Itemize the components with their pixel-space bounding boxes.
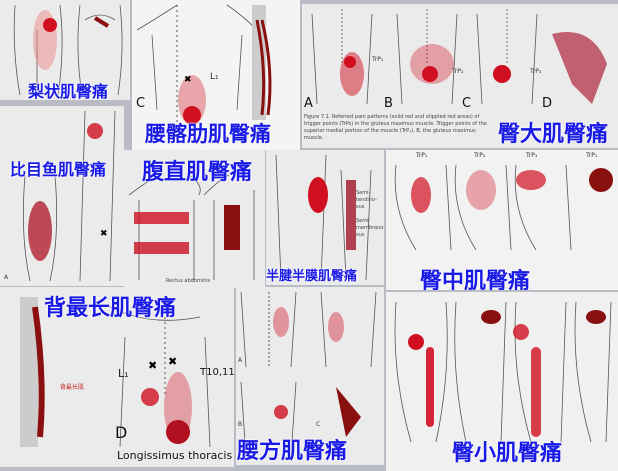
gluteus-minimus-illustration <box>394 301 612 443</box>
svg-text:✖: ✖ <box>100 229 108 239</box>
gmed-trp4: TrP₁ <box>586 152 598 159</box>
iliocostalis-label: 腰髂肋肌臀痛 <box>145 122 271 146</box>
piriformis-panel: 梨状肌臀痛 <box>0 0 130 100</box>
gm-trp3: TrP₃ <box>530 68 542 75</box>
piriformis-label: 梨状肌臀痛 <box>28 82 109 100</box>
iliocostalis-l1: L₁ <box>210 72 219 82</box>
longissimus-letter: D <box>115 423 128 442</box>
iliocostalis-panel: ✖ C L₁ 腰髂肋肌臀痛 <box>132 0 300 150</box>
ql-letter-a: A <box>238 357 243 364</box>
gluteus-maximus-label: 臀大肌臀痛 <box>498 122 609 147</box>
semi-label-2: Semi-membrano-sus <box>356 218 384 238</box>
svg-text:✖: ✖ <box>168 355 177 368</box>
quadratus-lumborum-panel: A B C 腰方肌臀痛 <box>236 287 384 465</box>
gluteus-medius-label: 臀中肌臀痛 <box>420 269 531 290</box>
iliocostalis-letter: C <box>136 96 146 111</box>
rectus-abdominis-illustration <box>128 174 255 280</box>
ql-letter-c: C <box>316 421 321 428</box>
gluteus-minimus-label: 臀小肌臀痛 <box>452 441 563 466</box>
semi-label-1: Semi-tendino-sus <box>356 190 377 210</box>
ql-letter-b: B <box>238 421 243 428</box>
soleus-label: 比目鱼肌臀痛 <box>10 160 107 179</box>
gm-letter-b: B <box>384 96 393 111</box>
soleus-panel: ✖ A 比目鱼肌臀痛 <box>0 106 124 286</box>
gmed-trp1: TrP₁ <box>416 152 428 159</box>
rectus-abdominis-panel: Rectus abdominis 腹直肌臀痛 <box>124 150 265 288</box>
semitendinosus-label: 半腱半膜肌臀痛 <box>266 269 358 284</box>
gm-trp2: TrP₂ <box>452 68 464 75</box>
gmed-trp2: TrP₂ <box>474 152 486 159</box>
longissimus-cn: 背最长肌 <box>60 384 85 391</box>
rectus-caption: Rectus abdominis <box>166 278 211 284</box>
longissimus-label: 背最长肌臀痛 <box>44 296 177 321</box>
longissimus-caption: Longissimus thoracis <box>117 449 233 462</box>
quadratus-lumborum-label: 腰方肌臀痛 <box>237 439 348 464</box>
longissimus-panel: ✖ ✖ 背最长肌 D L₁ T10,11 Longissimus thoraci… <box>0 287 234 467</box>
svg-text:✖: ✖ <box>184 75 192 85</box>
gluteus-medius-panel: TrP₁ TrP₂ TrP₃ TrP₁ 臀中肌臀痛 <box>386 150 618 290</box>
gluteus-minimus-panel: 臀小肌臀痛 <box>386 292 618 471</box>
gm-trp1: TrP₁ <box>372 56 384 63</box>
gluteus-maximus-panel: A B C D TrP₁ TrP₂ TrP₃ Figure 7.1. Refer… <box>302 4 618 148</box>
longissimus-l1: L₁ <box>118 367 129 380</box>
rectus-abdominis-label: 腹直肌臀痛 <box>142 160 253 185</box>
svg-text:✖: ✖ <box>148 359 157 372</box>
iliocostalis-illustration: ✖ <box>136 4 272 130</box>
gm-letter-c: C <box>462 96 472 111</box>
longissimus-illustration: ✖ ✖ <box>20 297 211 448</box>
gm-letter-a: A <box>304 96 313 111</box>
gm-caption: Figure 7.1. Referred pain patterns (soli… <box>304 114 487 141</box>
gluteus-maximus-illustration <box>311 9 607 105</box>
longissimus-t: T10,11 <box>200 367 234 378</box>
piriformis-illustration <box>13 4 123 96</box>
semitendinosus-illustration <box>275 154 372 281</box>
gluteus-medius-illustration <box>394 164 613 251</box>
quadratus-lumborum-illustration <box>240 291 377 458</box>
soleus-letter: A <box>4 274 9 281</box>
gm-letter-d: D <box>542 96 553 111</box>
gmed-trp3: TrP₃ <box>526 152 538 159</box>
semitendinosus-panel: Semi-tendino-sus Semi-membrano-sus 半腱半膜肌… <box>266 150 384 285</box>
soleus-illustration: ✖ <box>22 110 116 282</box>
